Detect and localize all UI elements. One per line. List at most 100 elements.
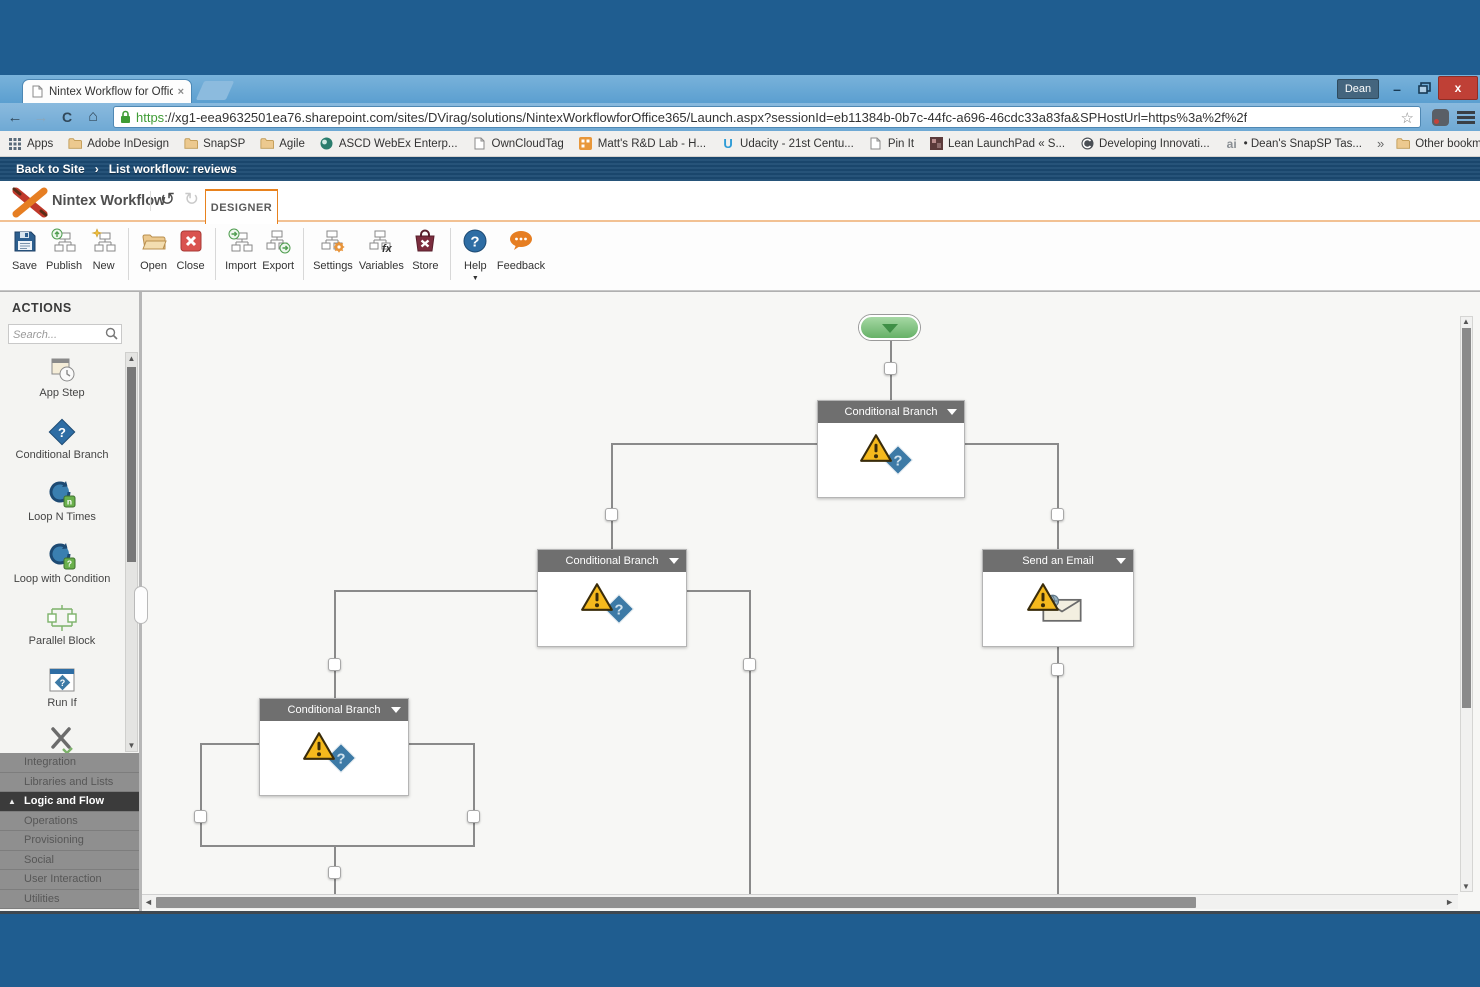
forward-button[interactable]: → <box>33 108 49 126</box>
action-partial[interactable] <box>0 722 124 753</box>
browser-menu-icon[interactable] <box>1457 111 1475 124</box>
new-button[interactable]: New <box>85 227 122 274</box>
bookmark-adobe-indesign[interactable]: Adobe InDesign <box>68 137 169 151</box>
category-utilities[interactable]: Utilities <box>0 889 139 909</box>
connector-handle[interactable] <box>1051 663 1064 676</box>
node-header[interactable]: Conditional Branch <box>260 699 408 721</box>
node-menu-caret-icon[interactable] <box>947 409 957 415</box>
reload-button[interactable]: C <box>61 109 73 125</box>
canvas-vertical-scrollbar[interactable]: ▲ ▼ <box>1460 316 1473 892</box>
undo-button[interactable]: ↺ <box>160 189 176 209</box>
tab-close-icon[interactable]: × <box>177 85 184 98</box>
action-loop-n-times[interactable]: n Loop N Times <box>0 474 124 536</box>
category-integration[interactable]: Integration <box>0 753 139 773</box>
bookmark-developing-innovation[interactable]: Developing Innovati... <box>1080 137 1210 151</box>
import-button[interactable]: Import <box>222 227 259 274</box>
workflow-node-send-an-email[interactable]: Send an Email <box>982 549 1134 647</box>
close-button[interactable]: Close <box>172 227 209 274</box>
scroll-down-icon[interactable]: ▼ <box>1462 882 1470 891</box>
workflow-node-conditional-branch-3[interactable]: Conditional Branch ? <box>259 698 409 796</box>
scroll-right-icon[interactable]: ► <box>1445 897 1454 907</box>
redo-button[interactable]: ↻ <box>184 189 200 209</box>
browser-tab[interactable]: Nintex Workflow for Offic × <box>22 79 192 103</box>
window-restore-button[interactable] <box>1412 77 1436 99</box>
home-button[interactable]: ⌂ <box>88 108 98 125</box>
action-app-step[interactable]: App Step <box>0 350 124 412</box>
back-to-site-link[interactable]: Back to Site <box>16 162 85 176</box>
scroll-up-icon[interactable]: ▲ <box>127 354 136 363</box>
node-menu-caret-icon[interactable] <box>669 558 679 564</box>
scroll-left-icon[interactable]: ◄ <box>144 897 153 907</box>
settings-button[interactable]: Settings <box>310 227 356 274</box>
window-minimize-button[interactable]: – <box>1393 81 1401 97</box>
actions-scrollbar[interactable]: ▲ ▼ <box>125 352 138 752</box>
connector-handle[interactable] <box>328 658 341 671</box>
scrollbar-thumb[interactable] <box>156 897 1196 908</box>
scroll-down-icon[interactable]: ▼ <box>127 741 136 750</box>
window-close-button[interactable]: x <box>1438 76 1478 100</box>
bookmark-snapsp[interactable]: SnapSP <box>184 137 245 151</box>
save-button[interactable]: Save <box>6 227 43 274</box>
workflow-start-node[interactable] <box>859 315 920 340</box>
bookmark-deans-snapsp[interactable]: ai • Dean's SnapSP Tas... <box>1226 136 1362 151</box>
panel-splitter-handle[interactable] <box>134 586 148 624</box>
workflow-canvas[interactable]: Conditional Branch ? <box>142 292 1480 911</box>
new-tab-button[interactable] <box>195 81 235 100</box>
action-loop-with-condition[interactable]: ? Loop with Condition <box>0 536 124 598</box>
connector-handle[interactable] <box>1051 508 1064 521</box>
search-icon[interactable] <box>105 327 118 345</box>
category-libraries-and-lists[interactable]: Libraries and Lists <box>0 772 139 792</box>
node-header[interactable]: Conditional Branch <box>538 550 686 572</box>
extension-icon[interactable] <box>1432 109 1449 126</box>
variables-button[interactable]: fx Variables <box>356 227 407 274</box>
export-button[interactable]: Export <box>259 227 297 274</box>
bookmark-owncloudtag[interactable]: OwnCloudTag <box>473 137 564 151</box>
back-button[interactable]: ← <box>7 108 23 126</box>
connector-handle[interactable] <box>328 866 341 879</box>
bookmark-udacity[interactable]: U Udacity - 21st Centu... <box>721 136 853 151</box>
help-button[interactable]: ? Help ▼ <box>457 227 494 282</box>
bookmark-star-icon[interactable]: ☆ <box>1400 110 1414 127</box>
bookmark-matts-rd-lab[interactable]: Matt's R&D Lab - H... <box>579 137 706 151</box>
bookmark-apps[interactable]: Apps <box>8 137 53 151</box>
connector-handle[interactable] <box>884 362 897 375</box>
workflow-node-conditional-branch-2[interactable]: Conditional Branch ? <box>537 549 687 647</box>
store-button[interactable]: Store <box>407 227 444 274</box>
bookmark-agile[interactable]: Agile <box>260 137 305 151</box>
workflow-node-conditional-branch-1[interactable]: Conditional Branch ? <box>817 400 965 498</box>
action-run-if[interactable]: ? Run If <box>0 660 124 722</box>
bookmark-pin-it[interactable]: Pin It <box>869 137 914 151</box>
category-provisioning[interactable]: Provisioning <box>0 831 139 851</box>
action-parallel-block[interactable]: Parallel Block <box>0 598 124 660</box>
publish-button[interactable]: Publish <box>43 227 85 274</box>
category-logic-and-flow[interactable]: ▲Logic and Flow <box>0 792 139 812</box>
search-input[interactable] <box>9 326 97 344</box>
svg-text:n: n <box>67 497 72 507</box>
tab-designer[interactable]: DESIGNER <box>205 189 278 224</box>
scroll-up-icon[interactable]: ▲ <box>1462 317 1470 326</box>
connector-handle[interactable] <box>467 810 480 823</box>
feedback-button[interactable]: Feedback <box>494 227 548 274</box>
browser-profile-button[interactable]: Dean <box>1337 79 1379 99</box>
open-button[interactable]: Open <box>135 227 172 274</box>
node-menu-caret-icon[interactable] <box>391 707 401 713</box>
category-operations[interactable]: Operations <box>0 811 139 831</box>
canvas-horizontal-scrollbar[interactable]: ◄ ► <box>142 894 1458 909</box>
connector-handle[interactable] <box>605 508 618 521</box>
connector-handle[interactable] <box>743 658 756 671</box>
category-user-interaction[interactable]: User Interaction <box>0 870 139 890</box>
address-bar[interactable]: https://xg1-eea9632501ea76.sharepoint.co… <box>113 106 1421 128</box>
actions-search[interactable] <box>8 324 122 344</box>
action-conditional-branch[interactable]: ? Conditional Branch <box>0 412 124 474</box>
scrollbar-thumb[interactable] <box>127 367 136 562</box>
node-header[interactable]: Conditional Branch <box>818 401 964 423</box>
connector-handle[interactable] <box>194 810 207 823</box>
bookmark-lean-launchpad[interactable]: Lean LaunchPad « S... <box>929 137 1065 151</box>
category-social[interactable]: Social <box>0 850 139 870</box>
scrollbar-thumb[interactable] <box>1462 328 1471 708</box>
node-menu-caret-icon[interactable] <box>1116 558 1126 564</box>
other-bookmarks[interactable]: Other bookmarks <box>1396 137 1480 151</box>
bookmarks-overflow-chevron[interactable]: » <box>1376 136 1385 151</box>
bookmark-ascd-webex[interactable]: ASCD WebEx Enterp... <box>320 137 458 151</box>
node-header[interactable]: Send an Email <box>983 550 1133 572</box>
